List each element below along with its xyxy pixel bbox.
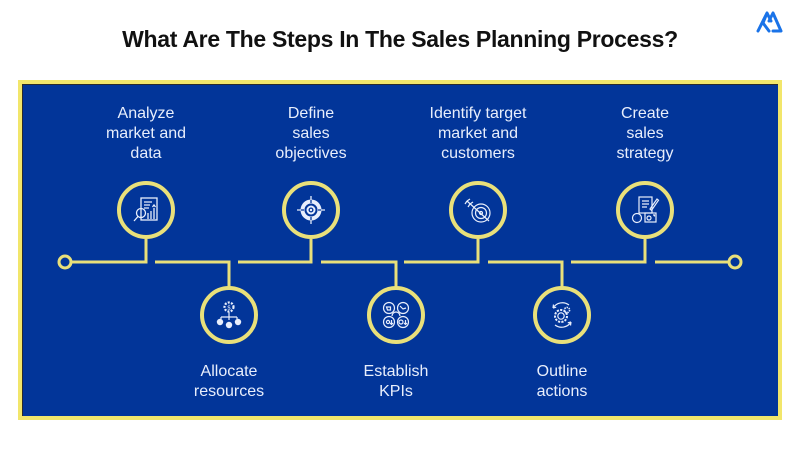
gear-dollar-people-icon: $: [216, 301, 242, 329]
arrow-target-icon: [464, 198, 491, 223]
step-node-outline-actions: [533, 286, 591, 344]
step-node-analyze-market: [117, 181, 175, 239]
step-node-establish-kpis: [367, 286, 425, 344]
svg-text:$: $: [227, 305, 231, 312]
step-node-define-objectives: [282, 181, 340, 239]
step-label-establish-kpis: Establish KPIs: [363, 363, 429, 400]
step-label-identify-target-market: Identify target market and customers: [429, 105, 527, 162]
step-node-allocate-resources: $: [200, 286, 258, 344]
step-label-allocate-resources: Allocate resources: [193, 363, 265, 400]
step-node-identify-target-market: [449, 181, 507, 239]
strategy-plan-document-icon: [631, 196, 660, 224]
page-title: What Are The Steps In The Sales Planning…: [122, 26, 678, 52]
step-label-analyze-market: Analyze market and data: [105, 105, 187, 162]
gear-cycle-icon: [552, 302, 572, 328]
step-label-create-strategy: Create sales strategy: [616, 105, 674, 162]
report-magnifier-chart-icon: [133, 197, 158, 222]
crosshair-target-icon: [297, 196, 325, 224]
brand-logo-icon: [756, 11, 783, 33]
step-label-define-objectives: Define sales objectives: [275, 105, 347, 162]
step-node-create-strategy: [616, 181, 674, 239]
kpi-dashboard-icon: [382, 301, 410, 329]
step-label-outline-actions: Outline actions: [536, 363, 588, 400]
